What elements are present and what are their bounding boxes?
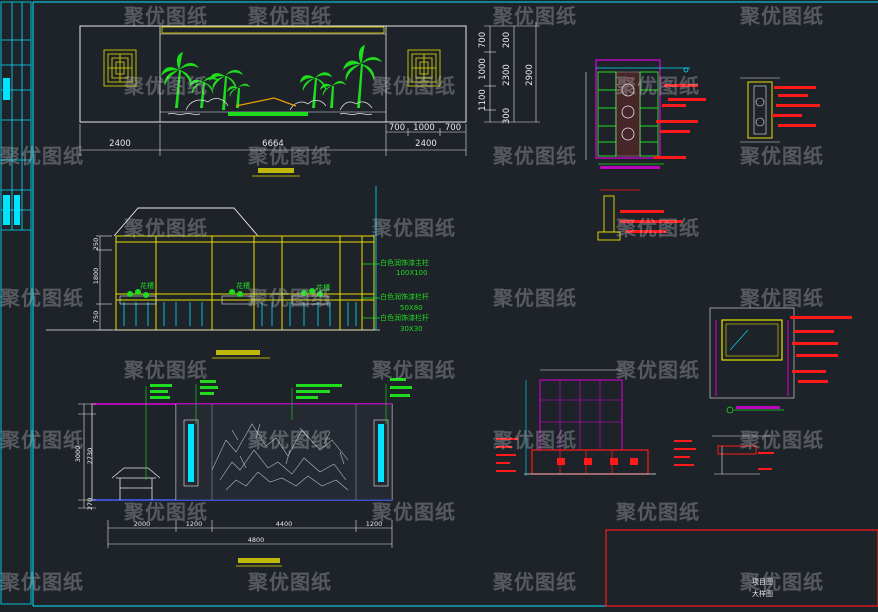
title-block-line-1: 项目图 xyxy=(752,578,773,586)
detail-footing xyxy=(597,189,682,241)
dim-pavilion-750: 750 xyxy=(92,311,100,323)
detail-lattice-panel xyxy=(585,59,706,169)
dim-200: 200 xyxy=(502,32,512,48)
dim-6664: 6664 xyxy=(262,139,284,149)
dim-wall-1200-b: 1200 xyxy=(366,520,383,528)
elevation1-title xyxy=(258,168,294,173)
detail-post-section xyxy=(740,77,820,143)
pavilion-planters xyxy=(127,288,323,298)
planter-label-2: 花槽 xyxy=(236,281,250,290)
left-title-strip xyxy=(0,1,32,605)
dim-wall-1200-a: 1200 xyxy=(186,520,203,528)
dim-2900: 2900 xyxy=(525,64,535,86)
elevation-relief-wall: 3000 2730 270 2000 1200 4400 1200 4800 xyxy=(74,378,412,567)
roof-ridge xyxy=(235,97,297,107)
dim-wall-270: 270 xyxy=(86,498,94,510)
dim-700: 700 xyxy=(478,32,488,48)
dim-wall-4800: 4800 xyxy=(248,536,265,544)
elevation3-title xyxy=(238,558,280,563)
note-rail-bar: 白色润饰漆栏杆 xyxy=(380,313,429,322)
detail-glass-panel xyxy=(709,307,852,414)
dim-1100: 1100 xyxy=(478,89,488,111)
elevation1-horizontal-dimensions xyxy=(79,124,467,156)
dim-wall-2730: 2730 xyxy=(86,448,94,465)
title-block-line-2: 大样图 xyxy=(752,589,773,598)
note-railing: 白色润饰漆栏杆 xyxy=(380,292,429,301)
note-main-post: 白色润饰漆主柱 xyxy=(380,258,429,267)
dim-300: 300 xyxy=(502,108,512,124)
palm-trees xyxy=(161,45,382,110)
elevation-landscape-wall: 200 700 1000 1100 300 2300 2900 2400 666… xyxy=(79,22,540,177)
dim-pavilion-1800: 1800 xyxy=(92,268,100,285)
planter-label-3: 花槽 xyxy=(316,283,330,292)
dim-wall-3000: 3000 xyxy=(74,446,82,463)
note-main-post-size: 100X100 xyxy=(396,269,428,277)
dim-1000: 1000 xyxy=(478,58,488,80)
elevation1-vertical-dimensions xyxy=(484,22,540,123)
lattice-window-right xyxy=(407,49,441,87)
dim-1000-b: 1000 xyxy=(413,123,435,133)
dim-2400-right: 2400 xyxy=(415,139,437,149)
planter-label-1: 花槽 xyxy=(140,281,154,290)
dim-700-a: 700 xyxy=(389,123,405,133)
elevation2-title xyxy=(216,350,260,355)
lattice-window-left xyxy=(103,49,137,87)
rock-outline xyxy=(167,98,373,115)
dim-wall-4400: 4400 xyxy=(276,520,293,528)
note-rail-bar-size: 30X30 xyxy=(400,325,423,333)
elevation-pavilion: 花槽 花槽 花槽 白色润饰漆主柱 100X100 白色润饰漆栏杆 50X80 白… xyxy=(46,186,429,359)
title-block: 项目图 大样图 xyxy=(605,529,878,607)
note-railing-size: 50X80 xyxy=(400,304,423,312)
small-pavilion-icon xyxy=(111,467,161,500)
dim-2400-left: 2400 xyxy=(109,139,131,149)
dim-wall-2000: 2000 xyxy=(134,520,151,528)
detail-cabinet-elevation xyxy=(496,369,656,476)
dim-2300: 2300 xyxy=(502,64,512,86)
dim-pavilion-250: 250 xyxy=(92,238,100,250)
mountain-relief xyxy=(211,423,349,491)
detail-cabinet-section xyxy=(674,435,774,475)
dim-700-c: 700 xyxy=(445,123,461,133)
